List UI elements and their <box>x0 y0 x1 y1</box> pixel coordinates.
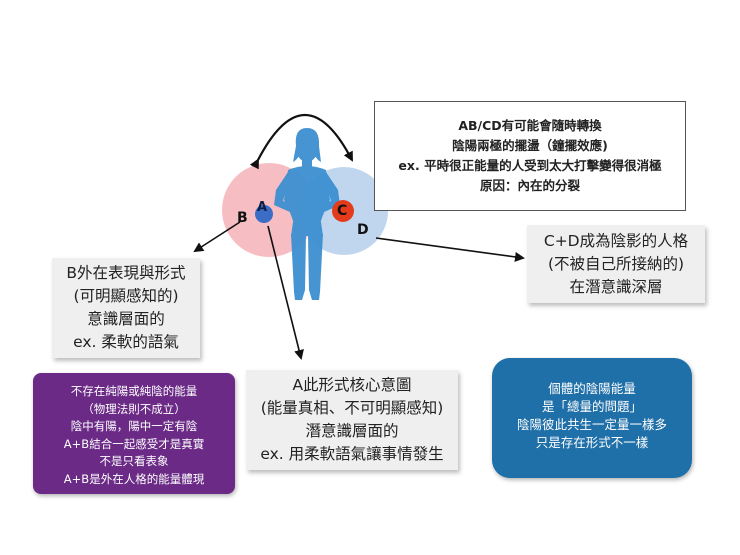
a-box-line-1: A此形式核心意圖 <box>292 376 412 394</box>
arrow-to-a-box <box>267 225 304 360</box>
swing-explanation-box: AB/CD有可能會隨時轉換 陰陽兩極的擺盪（鐘擺效應) ex. 平時很正能量的人… <box>374 101 686 211</box>
top-box-line-3: ex. 平時很正能量的人受到太大打擊變得很消極 <box>398 158 662 173</box>
a-box-line-2: (能量真相、不可明顯感知) <box>260 399 444 417</box>
blue-box-line-4: 只是存在形式不一樣 <box>535 435 649 450</box>
b-description-box: B外在表現與形式 (可明顯感知的) 意識層面的 ex. 柔軟的語氣 <box>52 258 200 358</box>
cd-description-box: C+D成為陰影的人格 (不被自己所接納的) 在潛意識深層 <box>527 225 705 303</box>
yin-yang-principle-box: 不存在純陽或純陰的能量 （物理法則不成立） 陰中有陽，陽中一定有陰 A+B結合一… <box>33 373 235 494</box>
label-b: B <box>237 210 248 226</box>
total-energy-box: 個體的陰陽能量 是「總量的問題」 陰陽彼此共生一定量一樣多 只是存在形式不一樣 <box>492 358 692 478</box>
a-box-line-3: 潛意識層面的 <box>305 422 399 440</box>
label-d: D <box>357 222 369 238</box>
purple-box-line-4: A+B結合一起感受才是真實 <box>63 436 205 451</box>
purple-box-line-6: A+B是外在人格的能量體現 <box>63 471 205 486</box>
purple-box-line-1: 不存在純陽或純陰的能量 <box>70 384 198 398</box>
arrow-to-b-box <box>193 221 241 253</box>
top-box-line-2: 陰陽兩極的擺盪（鐘擺效應) <box>452 138 608 153</box>
a-description-box: A此形式核心意圖 (能量真相、不可明顯感知) 潛意識層面的 ex. 用柔軟語氣讓… <box>246 370 458 470</box>
top-box-line-1: AB/CD有可能會隨時轉換 <box>458 118 602 133</box>
woman-figure-icon <box>274 128 340 300</box>
blue-box-line-3: 陰陽彼此共生一定量一樣多 <box>516 417 667 432</box>
a-box-line-4: ex. 用柔軟語氣讓事情發生 <box>260 445 444 463</box>
blue-box-line-2: 是「總量的問題」 <box>541 399 642 414</box>
dot-c <box>332 200 354 222</box>
b-box-line-1: B外在表現與形式 <box>66 264 186 282</box>
b-box-line-4: ex. 柔軟的語氣 <box>73 333 179 351</box>
swing-arrow <box>249 114 353 170</box>
purple-box-line-5: 不是只看表象 <box>99 454 169 468</box>
purple-box-line-3: 陰中有陽，陽中一定有陰 <box>70 419 198 433</box>
label-a: A <box>257 200 268 215</box>
b-box-line-2: (可明顯感知的) <box>73 287 179 305</box>
top-box-line-4: 原因：內在的分裂 <box>479 178 580 193</box>
b-box-line-3: 意識層面的 <box>87 310 165 328</box>
arrow-to-cd-box <box>375 237 525 262</box>
cd-box-line-1: C+D成為陰影的人格 <box>543 232 689 250</box>
dot-a <box>255 205 273 223</box>
cd-box-line-3: 在潛意識深層 <box>569 278 663 296</box>
blue-box-line-1: 個體的陰陽能量 <box>548 381 636 396</box>
cd-box-line-2: (不被自己所接納的) <box>547 255 685 273</box>
label-c: C <box>337 203 348 219</box>
purple-box-line-2: （物理法則不成立） <box>82 401 186 416</box>
